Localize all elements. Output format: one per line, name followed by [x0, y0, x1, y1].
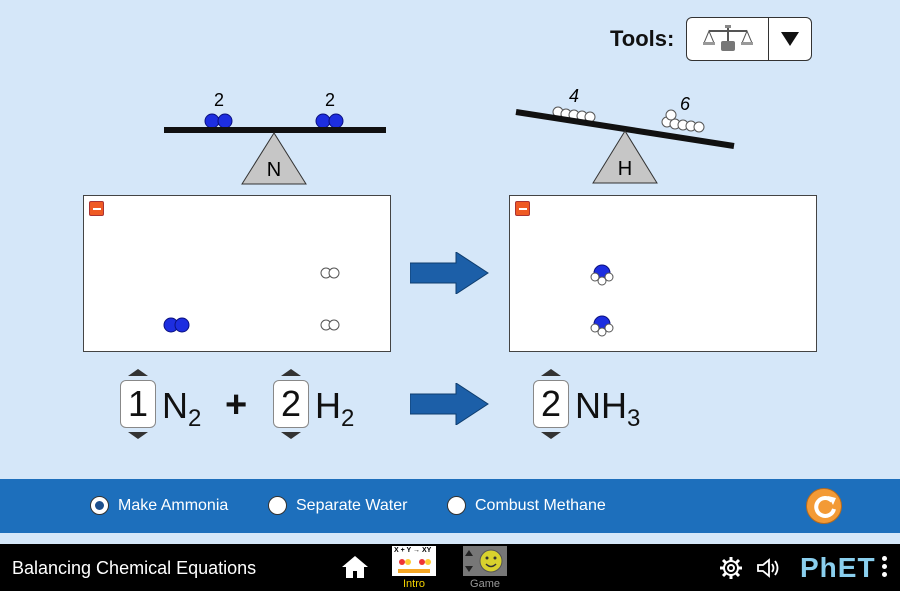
triangle-down-icon[interactable] — [769, 18, 811, 60]
scale-fulcrum — [592, 130, 658, 184]
radio-button[interactable] — [447, 496, 466, 515]
products-box — [509, 195, 817, 352]
radio-combust-methane[interactable]: Combust Methane — [447, 496, 606, 515]
reset-button[interactable] — [806, 488, 842, 524]
plus-sign: + — [225, 384, 248, 426]
radio-label: Separate Water — [296, 496, 408, 514]
scale-element-label: H — [618, 158, 632, 180]
radio-label: Combust Methane — [475, 496, 606, 514]
scale-right-count: 6 — [680, 94, 691, 114]
formula-nh3: NH3 — [575, 385, 641, 432]
scale-right-count: 2 — [325, 90, 335, 110]
coefficient-spinner-n2[interactable]: 1 — [120, 369, 156, 439]
hydrogen-molecule — [320, 267, 340, 279]
navigation-bar: Balancing Chemical Equations X + Y → XY … — [0, 544, 900, 591]
scale-element-label: N — [267, 159, 281, 181]
reaction-control-bar: Make Ammonia Separate Water Combust Meth… — [0, 479, 900, 533]
ammonia-molecule — [590, 264, 614, 286]
nitrogen-molecule-stack-right — [315, 113, 344, 129]
coefficient-value[interactable]: 1 — [120, 380, 156, 428]
coefficient-spinner-h2[interactable]: 2 — [273, 369, 309, 439]
tools-selector: Tools: — [610, 17, 813, 61]
screen-label: Game — [470, 578, 500, 590]
tools-combo-box[interactable] — [686, 17, 813, 61]
radio-make-ammonia[interactable]: Make Ammonia — [90, 496, 228, 515]
scale-fulcrum — [241, 132, 307, 185]
nitrogen-molecule-stack-left — [204, 113, 233, 129]
balance-scale-icon — [687, 18, 770, 60]
nitrogen-molecule — [163, 317, 190, 333]
reset-icon — [814, 495, 836, 518]
sound-icon[interactable] — [756, 557, 782, 579]
coefficient-spinner-nh3[interactable]: 2 — [533, 369, 569, 439]
right-arrow-icon — [410, 383, 489, 425]
increment-arrow-icon[interactable] — [128, 369, 148, 376]
coefficient-value[interactable]: 2 — [273, 380, 309, 428]
hydrogen-balance-scale: 4 6 H — [515, 86, 735, 184]
increment-arrow-icon[interactable] — [281, 369, 301, 376]
decrement-arrow-icon[interactable] — [128, 432, 148, 439]
collapse-reactants-button[interactable] — [89, 201, 104, 216]
scale-beam — [515, 109, 735, 149]
game-screen-thumbnail — [463, 546, 507, 576]
screen-button-game[interactable]: Game — [455, 546, 515, 590]
scale-left-count: 2 — [214, 90, 224, 110]
screen-label: Intro — [402, 578, 425, 590]
hydrogen-molecule-stack-right — [661, 109, 705, 133]
increment-arrow-icon[interactable] — [541, 369, 561, 376]
radio-button[interactable] — [268, 496, 287, 515]
formula-n2: N2 — [162, 385, 202, 432]
right-arrow-icon — [410, 252, 489, 294]
home-icon[interactable] — [342, 556, 368, 578]
reactants-box — [83, 195, 391, 352]
radio-separate-water[interactable]: Separate Water — [268, 496, 407, 515]
collapse-products-button[interactable] — [515, 201, 530, 216]
coefficient-value[interactable]: 2 — [533, 380, 569, 428]
radio-label: Make Ammonia — [118, 496, 229, 514]
tools-label: Tools: — [610, 26, 675, 51]
hydrogen-molecule — [320, 319, 340, 331]
formula-h2: H2 — [315, 385, 355, 432]
ammonia-molecule — [590, 315, 614, 337]
decrement-arrow-icon[interactable] — [541, 432, 561, 439]
kebab-menu-icon[interactable] — [882, 556, 888, 580]
gear-icon[interactable] — [720, 557, 742, 579]
nitrogen-balance-scale: 2 2 N — [164, 90, 386, 185]
scale-beam — [164, 127, 386, 133]
decrement-arrow-icon[interactable] — [281, 432, 301, 439]
sim-title: Balancing Chemical Equations — [12, 558, 257, 578]
scale-left-count: 4 — [569, 86, 579, 106]
hydrogen-molecule-stack-left — [552, 106, 596, 123]
intro-thumbnail-text: X + Y → XY — [394, 547, 432, 554]
phet-logo[interactable]: PhET — [800, 552, 876, 583]
screen-button-intro[interactable]: X + Y → XY Intro — [384, 546, 444, 590]
intro-screen-thumbnail: X + Y → XY — [392, 546, 436, 576]
radio-button-selected[interactable] — [90, 496, 109, 515]
